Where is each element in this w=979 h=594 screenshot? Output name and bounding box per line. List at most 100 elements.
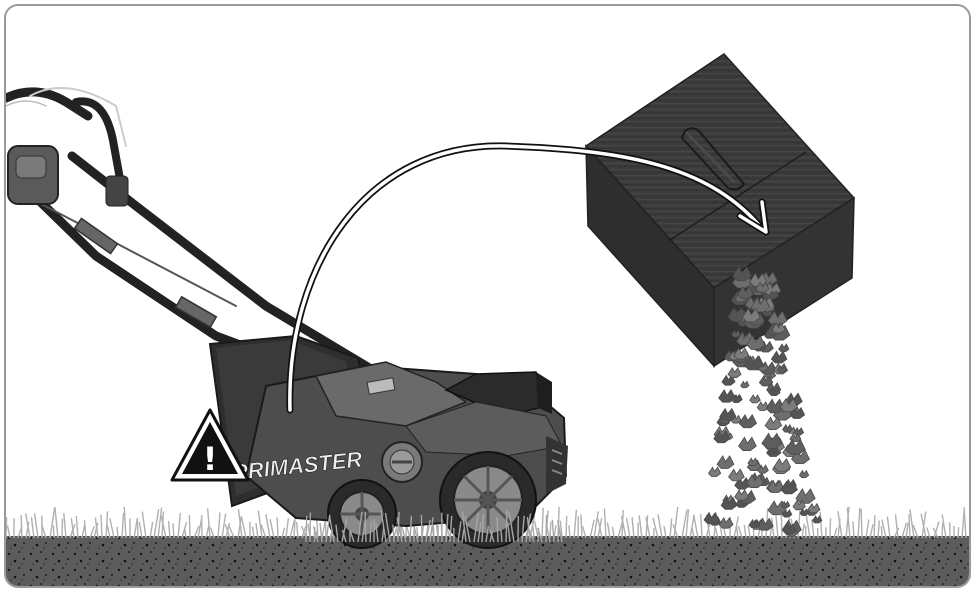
grass-blade bbox=[106, 511, 108, 538]
grass-blade bbox=[627, 518, 630, 538]
grass-blade bbox=[970, 509, 971, 538]
grass-clipping bbox=[812, 516, 821, 523]
grass-blade bbox=[701, 514, 702, 538]
grass-blade bbox=[218, 512, 220, 538]
grass-blade bbox=[550, 522, 551, 538]
grass-clipping bbox=[750, 395, 761, 403]
grass-clipping bbox=[704, 513, 719, 524]
grass-blade bbox=[658, 514, 662, 538]
grass-blade bbox=[270, 519, 274, 538]
scene-svg: PRIMASTER ! bbox=[6, 6, 971, 588]
grass-blade bbox=[256, 523, 258, 538]
collection-box bbox=[586, 54, 854, 366]
grass-blade bbox=[506, 510, 507, 542]
grass-blade bbox=[574, 510, 576, 538]
grass-clipping bbox=[729, 469, 745, 481]
grass-blade bbox=[781, 514, 782, 538]
grass-blade bbox=[962, 512, 964, 538]
grass-blade bbox=[694, 514, 698, 538]
grass-blade bbox=[139, 522, 142, 538]
grass-clipping bbox=[762, 433, 782, 448]
grass-blade bbox=[533, 522, 534, 538]
grass-blade bbox=[670, 518, 672, 538]
grass-blade bbox=[64, 513, 66, 538]
grass-blade bbox=[542, 508, 543, 538]
grass-blade bbox=[853, 521, 854, 538]
grass-blade bbox=[870, 524, 873, 538]
grass-blade bbox=[942, 523, 943, 538]
grass-clipping bbox=[720, 409, 736, 421]
grass-blade bbox=[62, 519, 63, 538]
grass-blade bbox=[802, 524, 804, 538]
grass-blade bbox=[173, 523, 174, 538]
grass-clipping bbox=[783, 425, 793, 432]
grass-blade bbox=[866, 520, 869, 538]
grass-blade bbox=[566, 516, 567, 538]
grass-blade bbox=[266, 514, 270, 538]
grass-blade bbox=[6, 517, 7, 538]
grass-blade bbox=[887, 517, 890, 538]
grass-blade bbox=[178, 513, 180, 538]
grass-blade bbox=[35, 513, 38, 538]
grass-blade bbox=[604, 508, 606, 538]
grass-blade bbox=[21, 515, 22, 538]
grass-blade bbox=[958, 527, 959, 538]
grass-blade bbox=[110, 518, 114, 538]
grass-blade bbox=[150, 522, 153, 538]
grass-blade bbox=[169, 521, 170, 538]
grass-blade bbox=[858, 508, 860, 538]
grass-clipping bbox=[728, 368, 741, 378]
grass-blade bbox=[874, 515, 875, 538]
grass-blade bbox=[137, 518, 138, 538]
grass-blade bbox=[76, 516, 78, 538]
grass-clipping bbox=[739, 437, 757, 450]
grass-clipping bbox=[799, 471, 808, 478]
grass-blade bbox=[497, 518, 498, 542]
grass-blade bbox=[85, 520, 86, 538]
grass-clipping bbox=[796, 489, 815, 503]
grass-clipping bbox=[779, 344, 789, 352]
grass-blade bbox=[101, 515, 102, 538]
grass-blade bbox=[95, 518, 98, 538]
grass-blade bbox=[909, 514, 910, 538]
grass-blade bbox=[189, 515, 190, 538]
grass-blade bbox=[286, 518, 288, 538]
grass-clipping bbox=[709, 467, 721, 476]
grass-clipping bbox=[748, 458, 758, 465]
grass-blade bbox=[208, 508, 210, 538]
grass-blade bbox=[632, 517, 634, 538]
grass-clipping bbox=[717, 456, 734, 469]
grass-clipping bbox=[808, 504, 820, 513]
grass-blade bbox=[297, 522, 298, 538]
grass-clipping bbox=[774, 459, 791, 472]
grass-blade bbox=[881, 526, 882, 538]
grass-blade bbox=[142, 512, 146, 538]
warning-symbol: ! bbox=[203, 440, 218, 478]
grass-blade bbox=[639, 515, 642, 538]
grass-clipping bbox=[735, 490, 748, 500]
grass-blade bbox=[910, 509, 914, 538]
grass-blade bbox=[365, 512, 366, 542]
grass-blade bbox=[317, 518, 318, 538]
grass-blade bbox=[421, 515, 422, 542]
grass-blade bbox=[964, 507, 966, 538]
grass-blade bbox=[594, 511, 598, 538]
grass-clipping bbox=[741, 381, 749, 387]
grass-clipping bbox=[739, 415, 756, 428]
grass-blade bbox=[861, 509, 862, 538]
grass-blade bbox=[117, 527, 118, 538]
grass-blade bbox=[53, 525, 54, 538]
grass-blade bbox=[306, 516, 307, 542]
grass-blade bbox=[82, 525, 85, 538]
grass-blade bbox=[122, 513, 123, 538]
grass-blade bbox=[820, 512, 822, 538]
grass-blade bbox=[124, 507, 126, 538]
illustration-frame: PRIMASTER ! bbox=[4, 4, 971, 588]
grass-blade bbox=[590, 520, 594, 538]
grass-blade bbox=[55, 507, 58, 538]
grass-blade bbox=[878, 520, 879, 538]
grass-clipping bbox=[771, 351, 786, 363]
grass-blade bbox=[607, 523, 610, 538]
grass-clipping bbox=[794, 428, 804, 435]
grass-blade bbox=[277, 517, 278, 538]
